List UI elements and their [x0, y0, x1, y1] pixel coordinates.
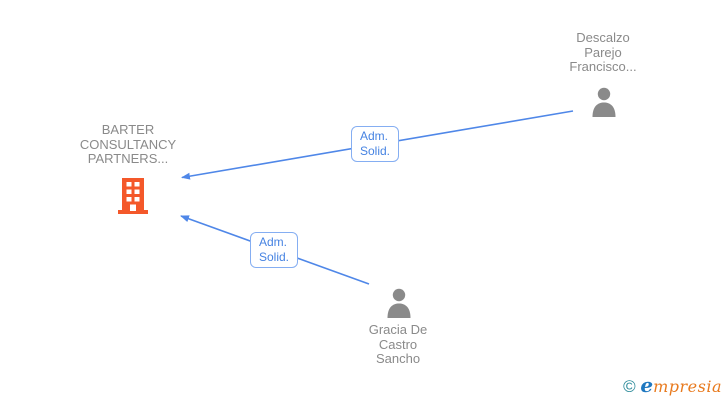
edge-label-adm-solid-1[interactable]: Adm. Solid. — [351, 126, 400, 162]
brand-letter: e — [640, 373, 654, 397]
person-icon — [384, 288, 414, 323]
edge-label-line: Adm. — [259, 235, 288, 249]
empresia-logo[interactable]: © empresia — [623, 373, 722, 397]
person-node-label-descalzo[interactable]: Descalzo Parejo Francisco... — [569, 30, 637, 74]
company-node[interactable] — [116, 178, 150, 215]
edge-label-line: Solid. — [259, 250, 290, 264]
copyright-icon: © — [623, 377, 641, 396]
brand-name: mpresia — [653, 377, 722, 396]
edge-label-line: Adm. — [360, 129, 389, 143]
person-node-descalzo[interactable] — [589, 86, 619, 118]
person-node-label-gracia[interactable]: Gracia De Castro Sancho — [368, 322, 428, 366]
edge-label-line: Solid. — [360, 144, 391, 158]
edge-label-adm-solid-2[interactable]: Adm. Solid. — [250, 232, 299, 268]
company-node-label[interactable]: BARTER CONSULTANCY PARTNERS... — [79, 122, 177, 166]
building-icon — [116, 178, 150, 219]
person-node-gracia[interactable] — [384, 287, 414, 319]
person-icon — [589, 87, 619, 122]
